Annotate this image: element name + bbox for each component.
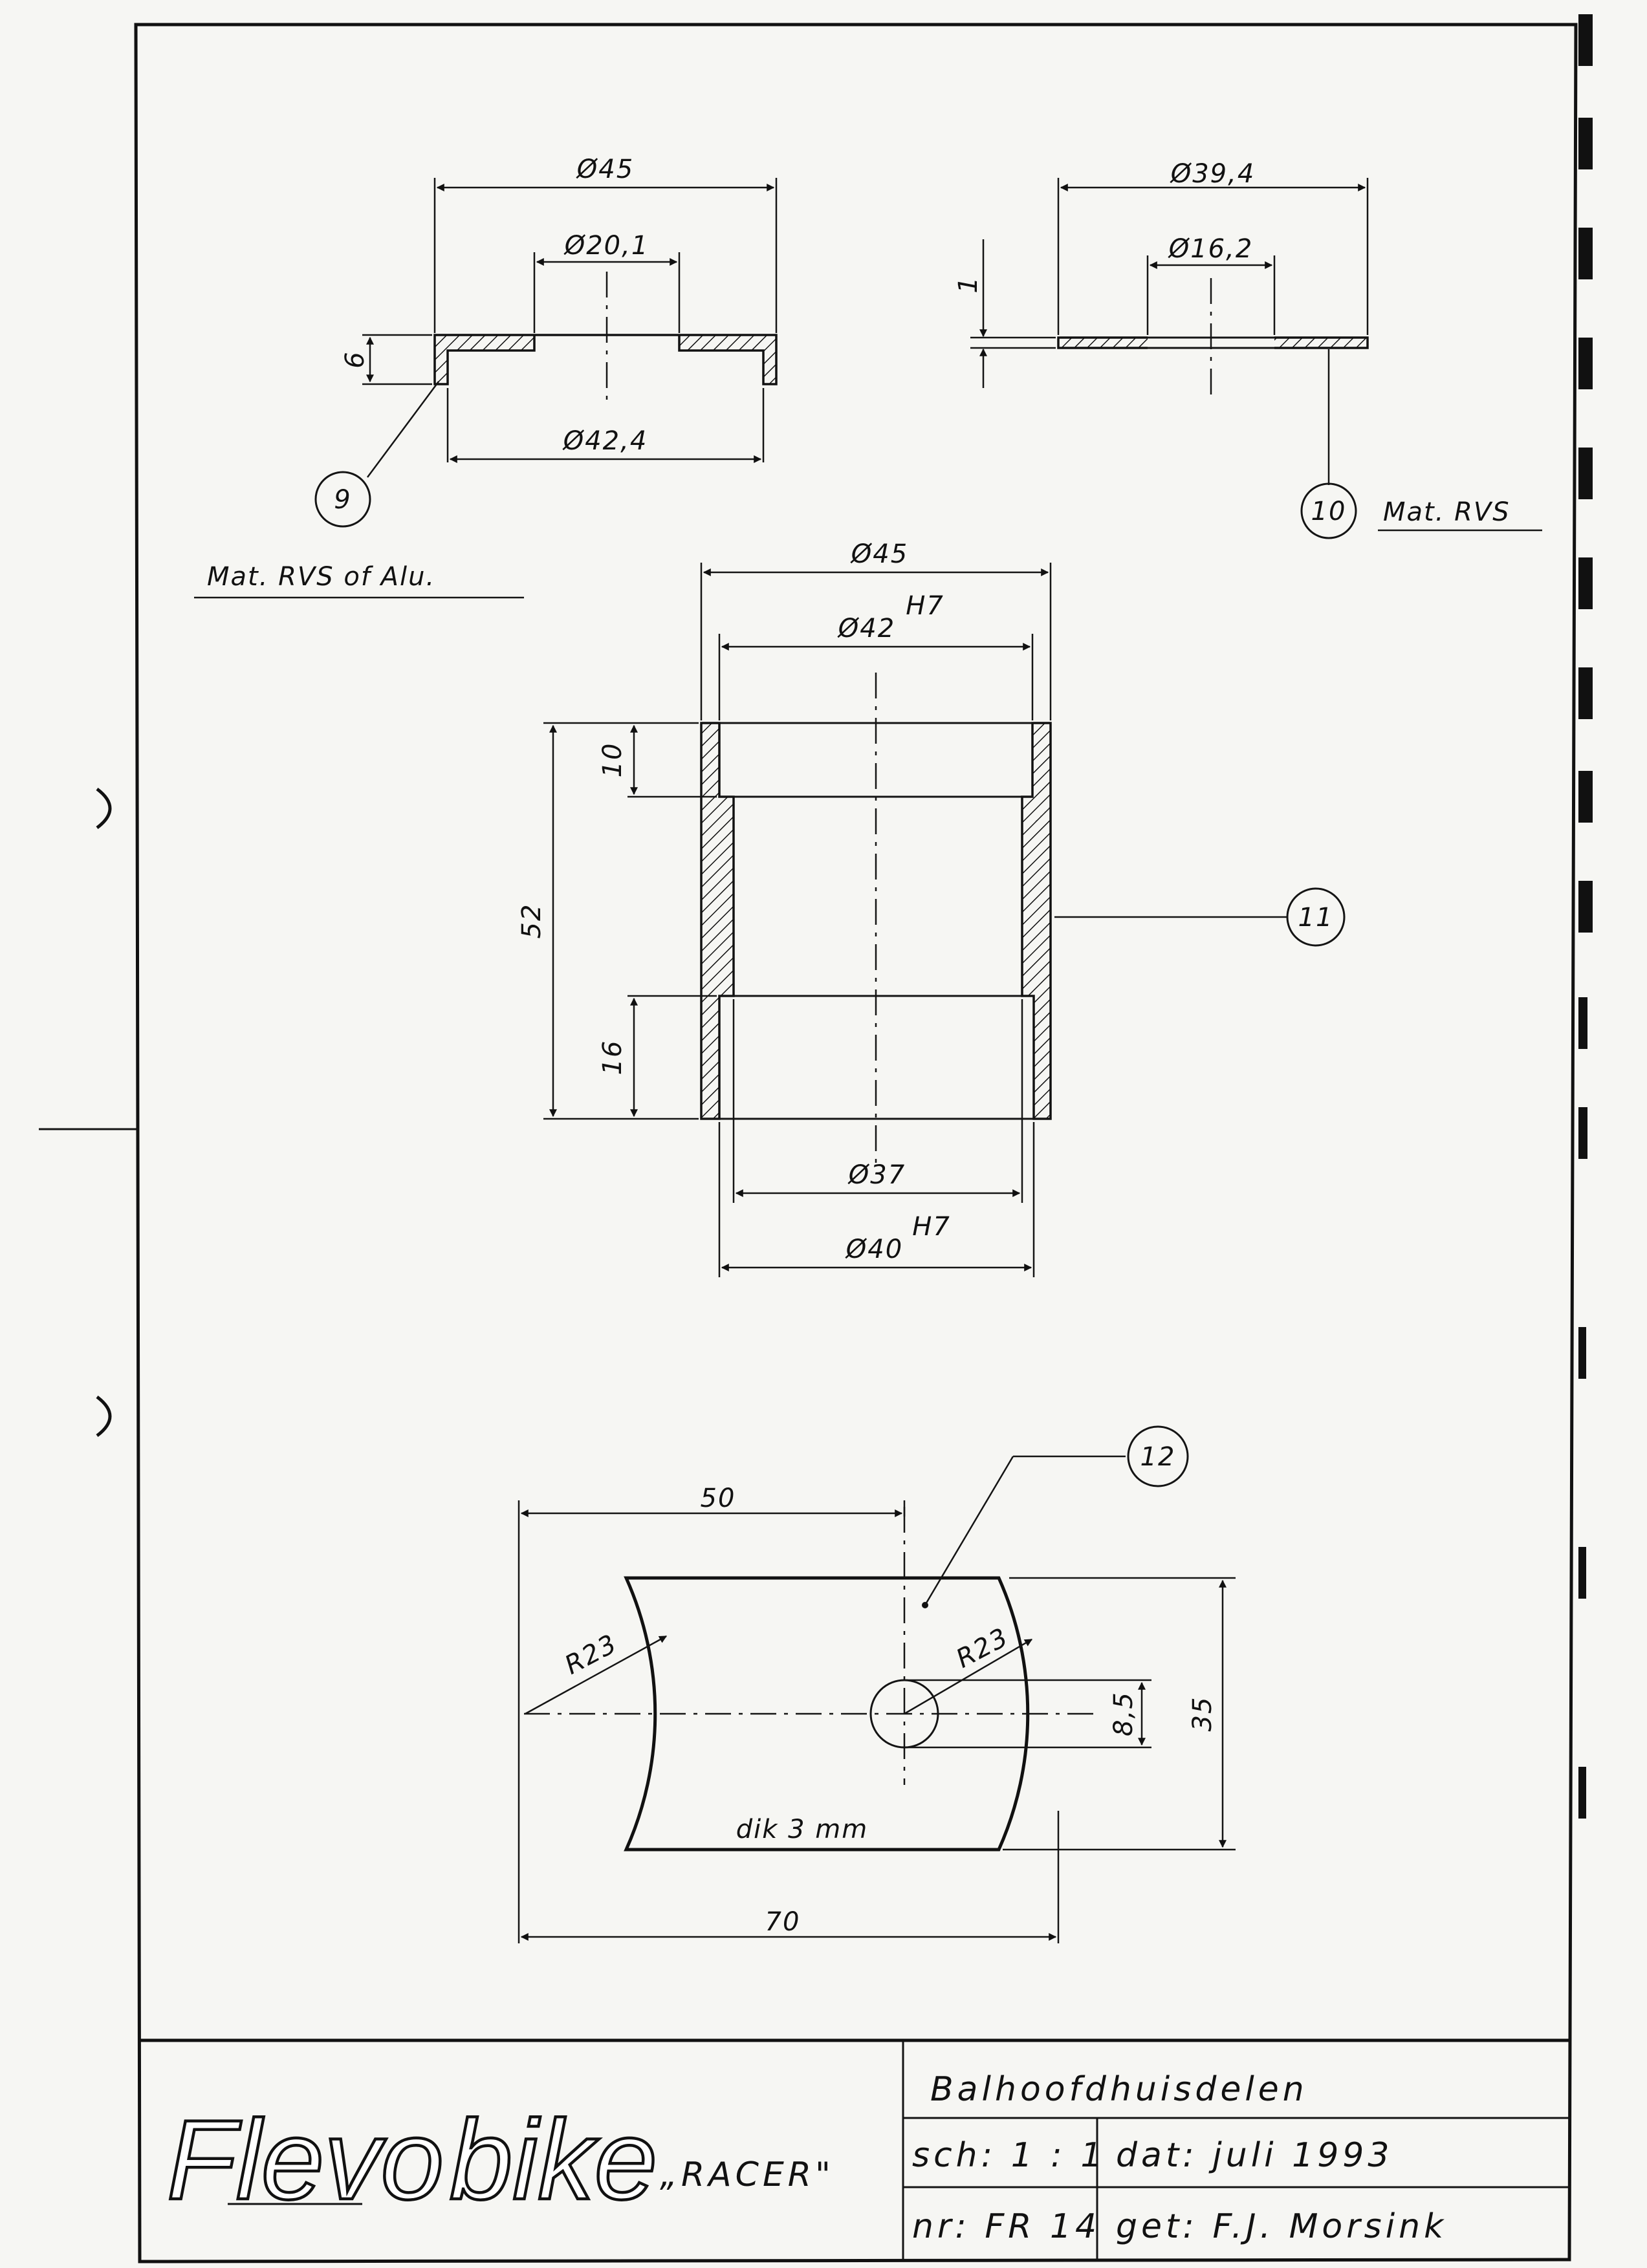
dim-11-upper-depth: 10 — [598, 742, 627, 778]
balloon-10 — [1300, 482, 1357, 539]
balloon-10-label: 10 — [1311, 497, 1347, 526]
dim-9-outer: Ø45 — [576, 155, 634, 184]
dim-11-lower-depth: 16 — [598, 1040, 627, 1075]
drawing-title: Balhoofdhuisdelen — [930, 2070, 1308, 2109]
dim-12-center: 50 — [701, 1484, 736, 1513]
radius-12-right: R23 — [952, 1622, 1014, 1674]
part-11-right-wall — [1021, 722, 1052, 1120]
dim-10-bore: Ø16,2 — [1168, 234, 1254, 264]
hole-marks — [96, 788, 112, 1437]
fit-11-lower: H7 — [912, 1212, 951, 1242]
dim-11-lower-bore: Ø40 — [845, 1235, 903, 1264]
part-11-left-wall — [700, 722, 735, 1120]
dim-9-inner: Ø42,4 — [562, 426, 648, 456]
balloon-9-label: 9 — [334, 485, 351, 515]
drawn-by: get: F.J. Morsink — [1116, 2207, 1447, 2246]
part-9-section — [433, 334, 778, 385]
part-12-plate: 50 70 35 8,5 R23 R23 dik 3 mm 12 — [518, 1425, 1236, 1943]
part-11-bushing: Ø45 Ø42 H7 52 10 16 Ø37 Ø40 H7 11 — [517, 539, 1346, 1277]
dim-9-bore: Ø20,1 — [563, 231, 649, 261]
balloon-12 — [1127, 1425, 1189, 1487]
logo-bike: bike — [450, 2097, 657, 2223]
dim-10-outer: Ø39,4 — [1170, 159, 1256, 189]
scale: sch: 1 : 1 — [912, 2136, 1106, 2175]
part-12-outline — [624, 1576, 1030, 1852]
dim-11-length: 52 — [517, 903, 547, 939]
binding-marks — [1578, 14, 1593, 1819]
material-9: Mat. RVS of Alu. — [207, 562, 435, 592]
drawing-number: nr: FR 14 — [912, 2207, 1100, 2246]
model-name: „RACER" — [660, 2155, 834, 2194]
drawing-frame — [39, 23, 1578, 2263]
dim-11-upper-bore: Ø42 — [837, 614, 895, 643]
part-10-washer: Ø39,4 Ø16,2 1 10 Mat. RVS — [954, 159, 1542, 539]
material-10: Mat. RVS — [1383, 497, 1511, 527]
radius-12-left: R23 — [560, 1628, 622, 1680]
dim-12-hole: 8,5 — [1109, 1691, 1139, 1736]
balloon-12-label: 12 — [1140, 1442, 1176, 1472]
dim-12-width: 35 — [1188, 1696, 1217, 1732]
dim-10-thickness: 1 — [954, 275, 983, 293]
fit-11-upper: H7 — [906, 591, 944, 621]
title-block: Flevo bike „RACER" Balhoofdhuisdelen sch… — [138, 2038, 1571, 2260]
dim-12-length: 70 — [765, 1907, 801, 1937]
balloon-11 — [1286, 887, 1346, 947]
dim-11-outer: Ø45 — [850, 539, 908, 569]
balloon-9 — [314, 471, 371, 528]
note-12-thickness: dik 3 mm — [736, 1815, 868, 1844]
balloon-11-label: 11 — [1298, 903, 1334, 933]
dim-9-height: 6 — [340, 351, 370, 368]
dim-11-inner: Ø37 — [847, 1160, 906, 1190]
part-9-washer: Ø45 Ø20,1 Ø42,4 6 9 Mat. RVS of Alu. — [194, 155, 778, 599]
date: dat: juli 1993 — [1116, 2136, 1393, 2175]
